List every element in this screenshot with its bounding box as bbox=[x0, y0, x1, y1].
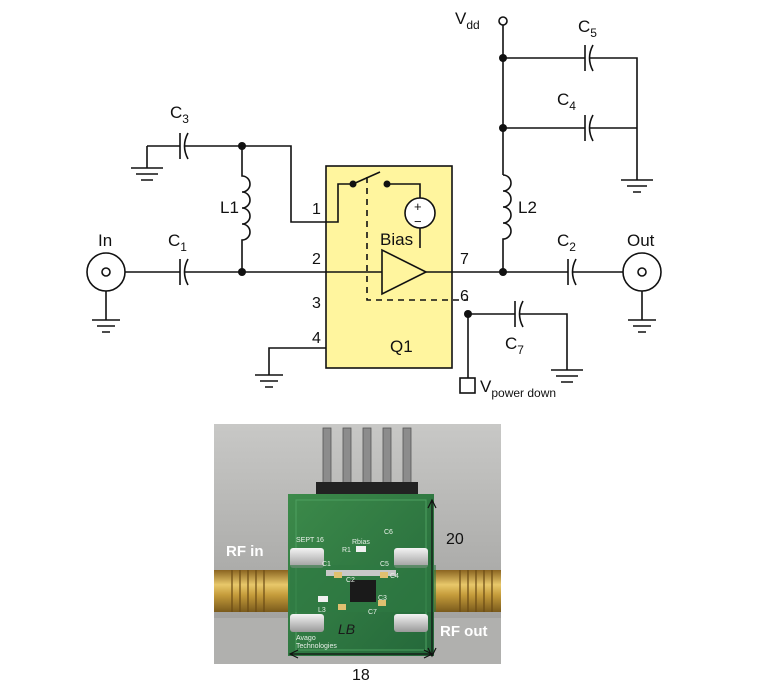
svg-text:+: + bbox=[414, 199, 422, 214]
svg-text:2: 2 bbox=[312, 251, 321, 268]
l1-label: L1 bbox=[220, 198, 239, 217]
c7-label: C7 bbox=[505, 334, 524, 357]
c4-label: C4 bbox=[557, 90, 576, 113]
dim-width-label: 18 bbox=[352, 667, 370, 684]
svg-text:C3: C3 bbox=[378, 595, 387, 602]
svg-text:L3: L3 bbox=[318, 607, 326, 614]
l2-inductor bbox=[502, 174, 512, 272]
vpd-terminal bbox=[459, 377, 476, 394]
svg-text:7: 7 bbox=[460, 251, 469, 268]
board-photo: SEPT 16 Avago Technologies Rbias C6 C5 C… bbox=[214, 424, 501, 684]
svg-text:SEPT 16: SEPT 16 bbox=[296, 537, 324, 544]
handwritten-mark: LB bbox=[338, 621, 355, 637]
rf-out-label: RF out bbox=[440, 623, 487, 640]
bias-label: Bias bbox=[380, 230, 413, 249]
dim-height-label: 20 bbox=[446, 531, 464, 548]
schematic: Vdd C5 C4 L2 C2 Out bbox=[86, 9, 662, 400]
svg-text:Avago: Avago bbox=[296, 635, 316, 642]
svg-text:C7: C7 bbox=[368, 609, 377, 616]
c3-label: C3 bbox=[170, 103, 189, 126]
svg-text:C1: C1 bbox=[322, 561, 331, 568]
l1-inductor bbox=[241, 146, 251, 272]
vdd-terminal bbox=[498, 16, 508, 26]
in-label: In bbox=[98, 231, 112, 250]
svg-text:Rbias: Rbias bbox=[352, 539, 370, 546]
svg-text:3: 3 bbox=[312, 295, 321, 312]
svg-text:−: − bbox=[414, 214, 422, 229]
svg-text:6: 6 bbox=[460, 288, 469, 305]
rf-in-label: RF in bbox=[226, 543, 264, 560]
svg-text:C5: C5 bbox=[380, 561, 389, 568]
svg-text:1: 1 bbox=[312, 201, 321, 218]
c5-label: C5 bbox=[578, 17, 597, 40]
l2-label: L2 bbox=[518, 198, 537, 217]
svg-text:C6: C6 bbox=[384, 529, 393, 536]
out-label: Out bbox=[627, 231, 655, 250]
vpd-label: Vpower down bbox=[480, 377, 556, 400]
svg-text:Technologies: Technologies bbox=[296, 643, 337, 650]
svg-text:4: 4 bbox=[312, 330, 321, 347]
c1-label: C1 bbox=[168, 231, 187, 254]
svg-text:C2: C2 bbox=[346, 577, 355, 584]
svg-text:R1: R1 bbox=[342, 547, 351, 554]
svg-text:C4: C4 bbox=[390, 573, 399, 580]
vdd-label: Vdd bbox=[455, 9, 480, 32]
q1-label: Q1 bbox=[390, 337, 413, 356]
c2-label: C2 bbox=[557, 231, 576, 254]
